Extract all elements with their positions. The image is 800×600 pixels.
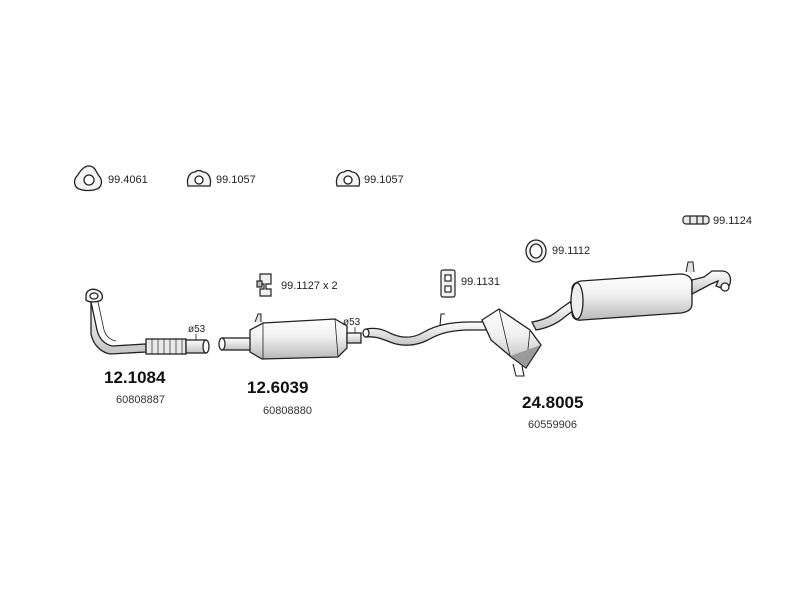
part-number-label-99-1057-b: 99.1057 — [364, 174, 404, 186]
gasket-icon-1 — [186, 169, 212, 187]
part-number-12-6039: 12.6039 — [247, 378, 309, 397]
diameter-label-centre-silencer: ø53 — [343, 317, 361, 328]
centre-silencer-part — [218, 313, 362, 360]
oem-reference-60808880: 60808880 — [263, 405, 312, 417]
gasket-icon-2 — [335, 169, 361, 187]
part-number-label-99-1124: 99.1124 — [713, 215, 752, 227]
part-number-24-8005: 24.8005 — [522, 393, 584, 412]
part-number-label-99-1112: 99.1112 — [552, 245, 591, 257]
part-number-label-99-1057-a: 99.1057 — [216, 174, 256, 186]
diameter-label-front-pipe: ø53 — [188, 324, 206, 335]
part-number-label-99-1127: 99.1127 x 2 — [281, 280, 338, 292]
clamp-icon — [682, 215, 710, 225]
triangular-gasket-icon — [73, 165, 103, 192]
rear-section-part — [362, 261, 732, 377]
part-number-12-1084: 12.1084 — [104, 368, 166, 387]
rubber-ring-icon — [525, 239, 547, 263]
oem-reference-60559906: 60559906 — [528, 419, 577, 431]
part-number-label-99-4061: 99.4061 — [108, 174, 148, 186]
rubber-hanger-icon-2 — [440, 269, 456, 298]
rubber-hanger-icon-1 — [256, 273, 272, 297]
front-pipe-part — [85, 288, 210, 355]
part-number-label-99-1131: 99.1131 — [461, 276, 500, 288]
oem-reference-60808887: 60808887 — [116, 394, 165, 406]
